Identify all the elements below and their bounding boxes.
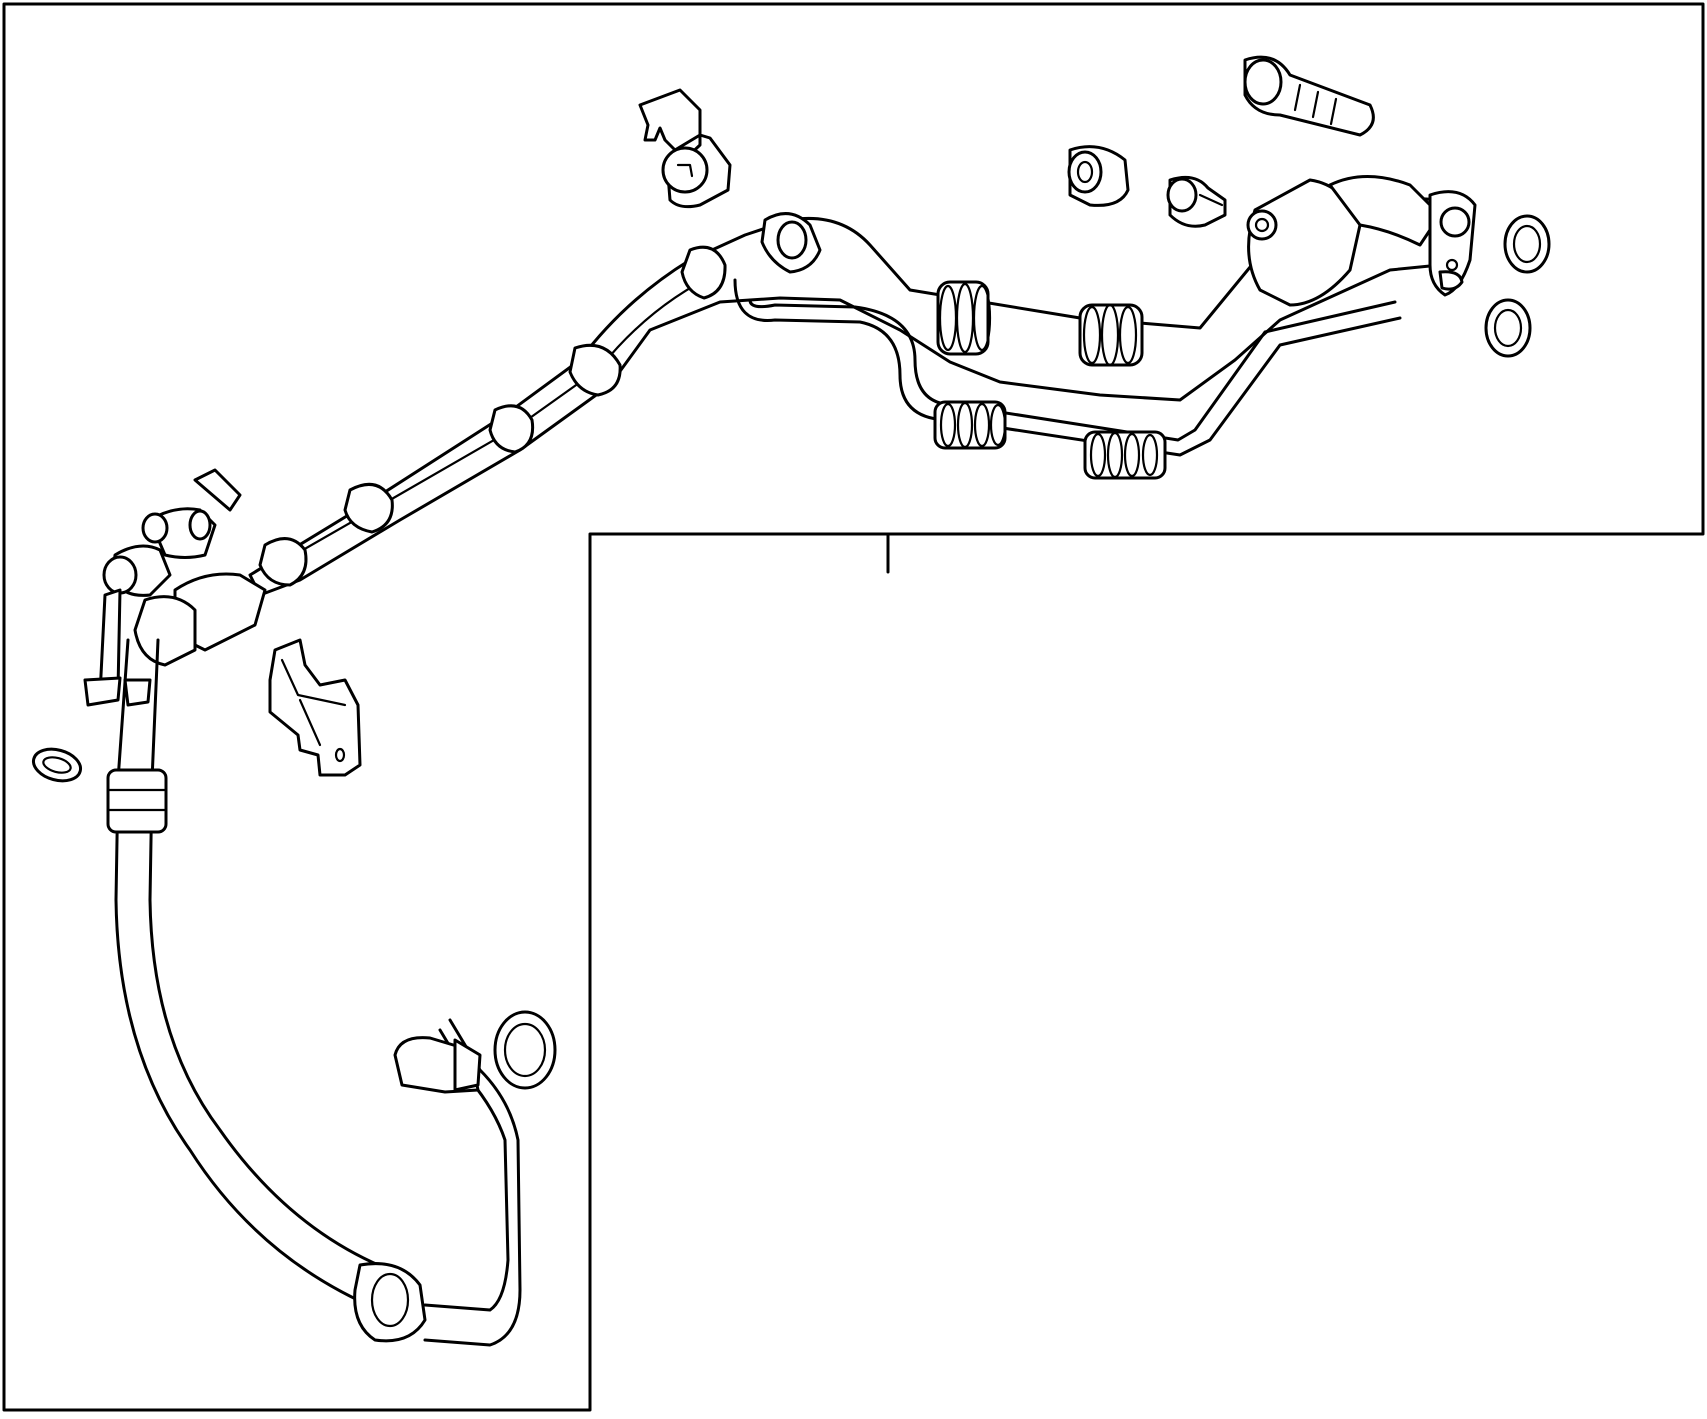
suction-line-assembly bbox=[83, 468, 267, 707]
bolt bbox=[1243, 55, 1375, 137]
hose-clip bbox=[638, 88, 732, 209]
mounting-bracket bbox=[268, 638, 362, 777]
stud bbox=[1166, 175, 1227, 228]
discharge-hose-assembly bbox=[248, 175, 1477, 597]
liquid-line-tube bbox=[106, 638, 522, 1347]
o-ring-seals bbox=[31, 214, 1551, 1090]
nut bbox=[1067, 145, 1130, 207]
